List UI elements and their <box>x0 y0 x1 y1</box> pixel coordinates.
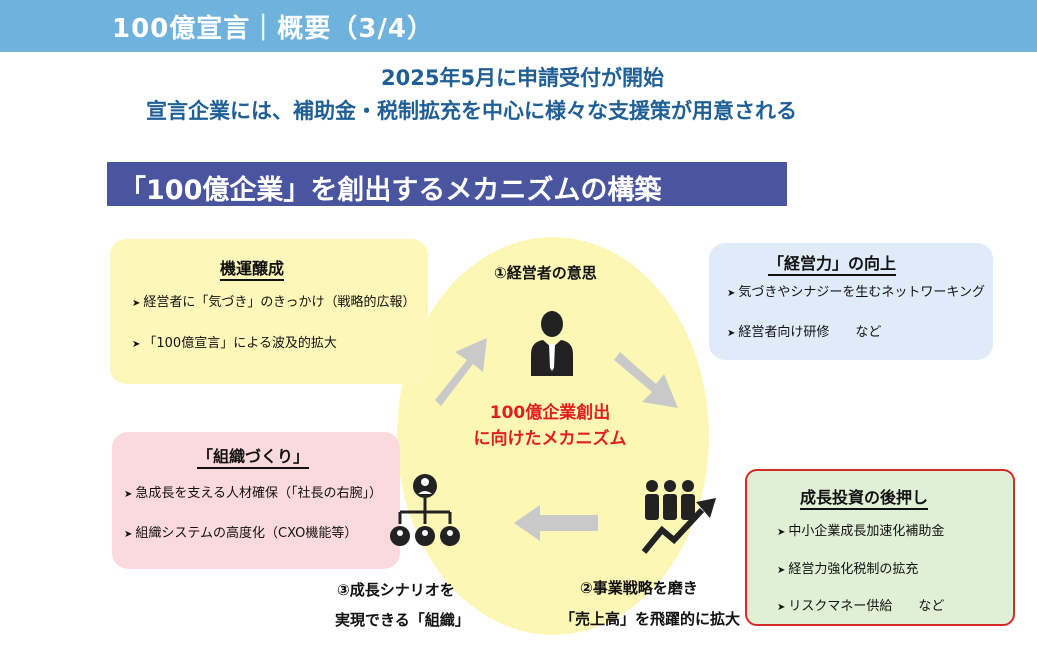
bullet-icon: ➤ <box>777 527 786 538</box>
arrow-up-right-icon <box>435 338 487 406</box>
bullet-icon: ➤ <box>124 489 133 500</box>
box-keiei-title: 「経営力」の向上 <box>768 250 897 276</box>
bullet-icon: ➤ <box>124 529 133 540</box>
mechanism-circle <box>397 237 709 635</box>
bullet-icon: ➤ <box>727 288 736 299</box>
box-soshiki-item-1: ➤急成長を支える人材確保（「社長の右腕」） <box>124 486 383 501</box>
banner-title: 「100億企業」を創出するメカニズムの構築 <box>119 175 662 206</box>
cycle-label-1: ①経営者の意思 <box>494 264 597 282</box>
box-keiei-item-2: ➤経営者向け研修 など <box>727 325 882 340</box>
header-bar: 100億宣言｜概要（3/4） <box>0 0 1037 52</box>
box-seicho-item-2: ➤経営力強化税制の拡充 <box>777 562 919 577</box>
box-soshiki <box>112 432 400 569</box>
box-keiei <box>709 243 993 360</box>
org-chart-icon <box>390 474 460 546</box>
cycle-label-3-line-2: 実現できる「組織」 <box>335 611 470 629</box>
bullet-icon: ➤ <box>727 328 736 339</box>
box-keiei-item-1: ➤気づきやシナジーを生むネットワーキング <box>727 285 986 300</box>
box-kiun-title: 機運醸成 <box>220 255 285 281</box>
box-kiun <box>110 239 428 384</box>
subtitle-line-2: 宣言企業には、補助金・税制拡充を中心に様々な支援策が用意される <box>146 99 797 123</box>
bullet-icon: ➤ <box>132 339 141 350</box>
section-banner: 「100億企業」を創出するメカニズムの構築 <box>107 162 787 206</box>
box-seicho <box>745 469 1015 626</box>
box-seicho-item-3: ➤リスクマネー供給 など <box>777 599 945 614</box>
cycle-label-2-line-1: ②事業戦略を磨き <box>580 579 698 597</box>
cycle-label-3-line-1: ③成長シナリオを <box>337 581 455 599</box>
arrow-down-right-icon <box>614 352 678 408</box>
box-soshiki-item-2: ➤組織システムの高度化（CXO機能等） <box>124 526 358 541</box>
box-seicho-item-1: ➤中小企業成長加速化補助金 <box>777 524 945 539</box>
subtitle-line-1: 2025年5月に申請受付が開始 <box>381 66 665 90</box>
page-title: 100億宣言｜概要（3/4） <box>112 14 434 44</box>
bullet-icon: ➤ <box>777 565 786 576</box>
bullet-icon: ➤ <box>132 298 141 309</box>
box-kiun-item-1: ➤経営者に「気づき」のきっかけ（戦略的広報） <box>132 295 416 310</box>
cycle-center-text: 100億企業創出 に向けたメカニズム <box>473 403 627 449</box>
box-soshiki-title: 「組織づくり」 <box>197 443 310 469</box>
bullet-icon: ➤ <box>777 602 786 613</box>
team-growth-icon <box>641 480 716 554</box>
cycle-label-2-line-2: 「売上高」を飛躍的に拡大 <box>560 610 741 628</box>
person-suit-icon <box>531 311 573 376</box>
arrow-left-icon <box>514 505 598 541</box>
box-seicho-title: 成長投資の後押し <box>800 484 929 510</box>
box-kiun-item-2: ➤「100億宣言」による波及的拡大 <box>132 336 337 351</box>
